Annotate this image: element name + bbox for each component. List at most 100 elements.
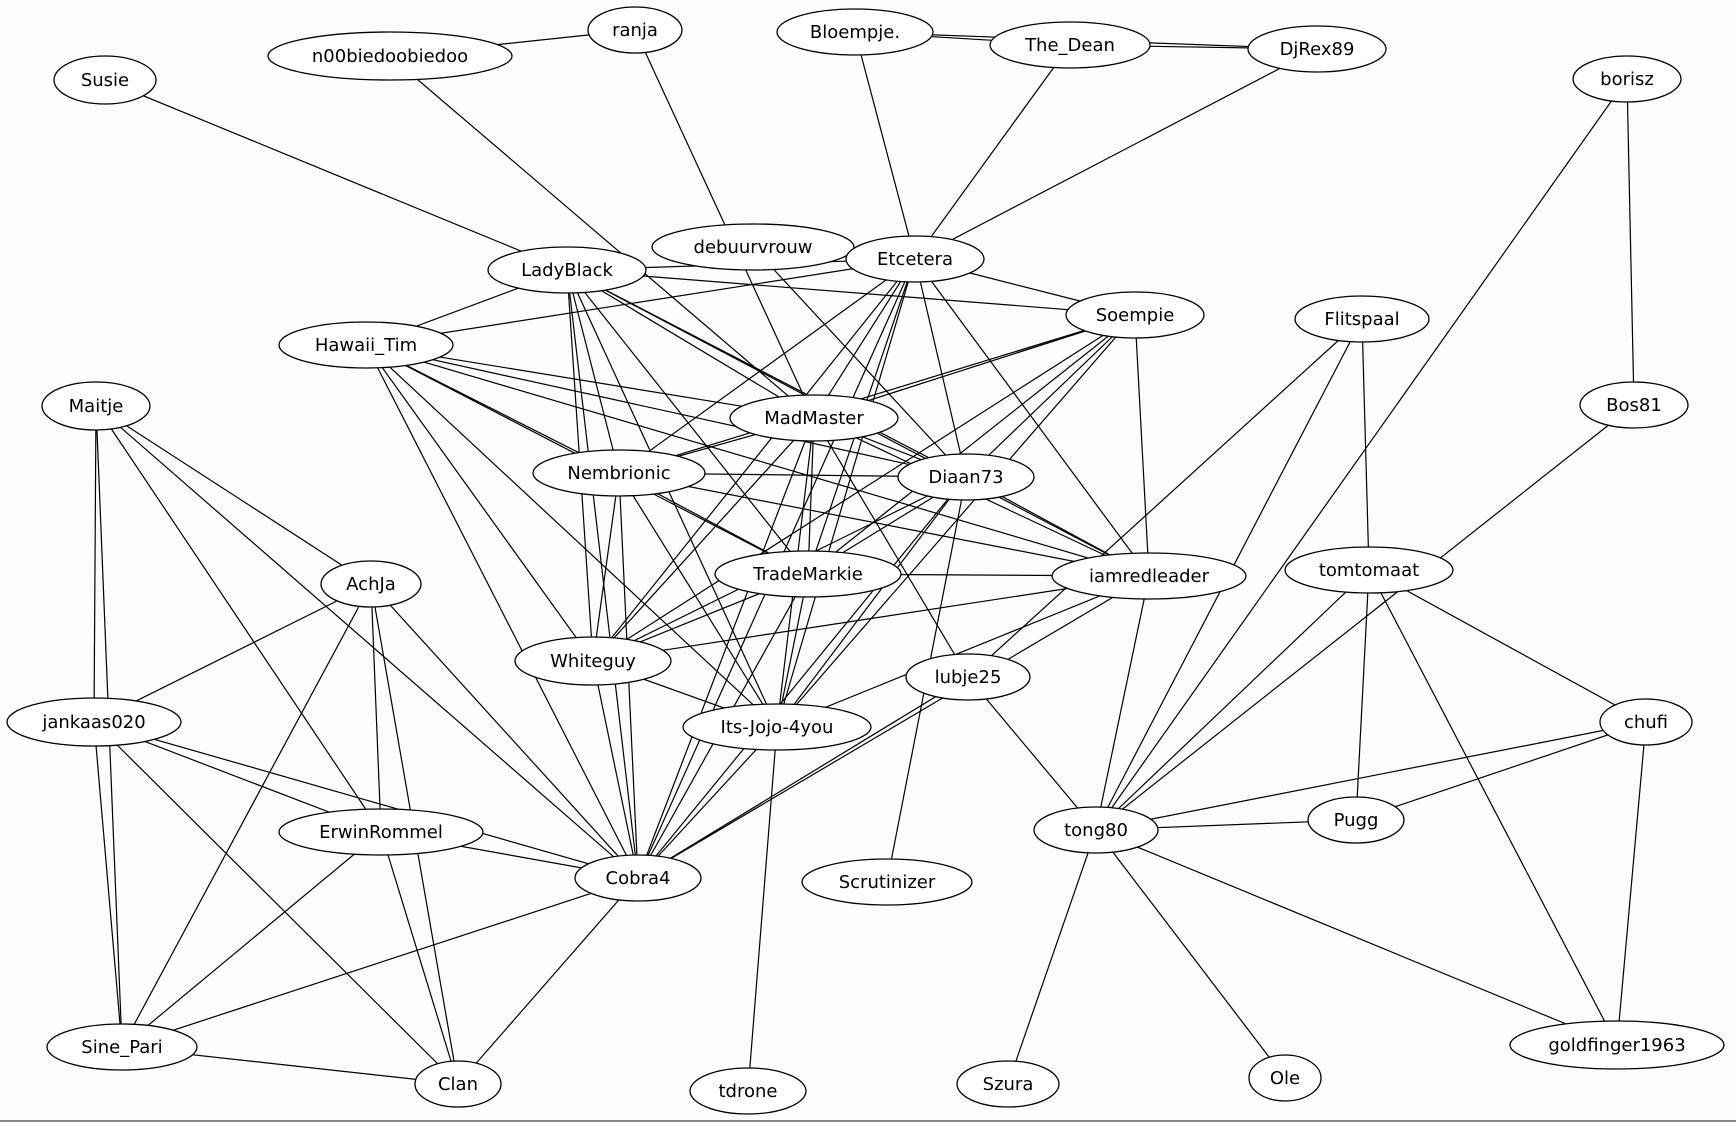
edge-tong80-goldfinger1963	[1095, 829, 1618, 1046]
edge-tomtomaat-tong80	[1095, 569, 1370, 831]
node-ellipse	[1579, 381, 1689, 429]
node-scrutinizer[interactable]: Scrutinizer	[801, 858, 973, 906]
node-label: Its-Jojo-4you	[721, 717, 834, 738]
node-cobra4[interactable]: Cobra4	[574, 854, 702, 902]
node-goldfinger1963[interactable]: goldfinger1963	[1509, 1020, 1725, 1070]
node-whiteguy[interactable]: Whiteguy	[514, 636, 672, 686]
node-label: tong80	[1064, 820, 1128, 841]
edge-soempie-itsjojo4you	[776, 314, 1136, 728]
node-label: Sine_Pari	[81, 1037, 162, 1058]
node-nembrionic[interactable]: Nembrionic	[532, 449, 706, 497]
edge-soempie-iamredleader	[1134, 314, 1150, 577]
node-etcetera[interactable]: Etcetera	[845, 235, 985, 283]
node-madmaster[interactable]: MadMaster	[729, 394, 899, 442]
node-ellipse	[682, 703, 872, 751]
edge-debuurvrouw-diaan73	[752, 246, 967, 478]
edge-etcetera-nembrionic	[618, 258, 916, 474]
node-tdrone[interactable]: tdrone	[689, 1067, 807, 1115]
node-ranja[interactable]: ranja	[587, 6, 683, 54]
edge-djrex89-etcetera	[914, 48, 1318, 260]
node-label: goldfinger1963	[1548, 1035, 1685, 1056]
node-trademarkie[interactable]: TradeMarkie	[714, 550, 902, 598]
edge-maitje-achja	[95, 405, 372, 585]
node-label: ErwinRommel	[319, 822, 443, 843]
node-ellipse	[1033, 806, 1159, 854]
edge-bloempje-etcetera	[854, 31, 916, 260]
node-itsjojo4you[interactable]: Its-Jojo-4you	[682, 703, 872, 751]
node-tomtomaat[interactable]: tomtomaat	[1284, 546, 1454, 594]
node-label: borisz	[1600, 69, 1654, 90]
node-maitje[interactable]: Maitje	[41, 381, 151, 431]
node-djrex89[interactable]: DjRex89	[1247, 25, 1387, 73]
node-ellipse	[845, 235, 985, 283]
node-label: jankaas020	[41, 712, 145, 733]
edge-madmaster-trademarkie	[807, 417, 815, 575]
edge-bos81-tong80	[1095, 404, 1635, 831]
edge-hawaiitim-whiteguy	[365, 344, 594, 662]
edge-tong80-szura	[1007, 829, 1097, 1085]
node-label: Scrutinizer	[839, 872, 936, 893]
edge-achja-jankaas020	[93, 583, 372, 723]
node-n00biedoobiedoo[interactable]: n00biedoobiedoo	[267, 31, 513, 81]
edge-borisz-bos81	[1626, 78, 1635, 406]
node-ellipse	[956, 1060, 1060, 1108]
node-ellipse	[53, 55, 157, 105]
edge-susie-ladyblack	[104, 79, 568, 271]
node-debuurvrouw[interactable]: debuurvrouw	[651, 223, 855, 271]
node-bos81[interactable]: Bos81	[1579, 381, 1689, 429]
node-ellipse	[487, 246, 647, 294]
edge-jankaas020-sinepari	[93, 721, 123, 1048]
node-erwinrommel[interactable]: ErwinRommel	[278, 808, 484, 856]
edge-trademarkie-itsjojo4you	[776, 573, 809, 728]
node-achja[interactable]: AchJa	[320, 560, 422, 608]
node-label: tdrone	[719, 1081, 778, 1102]
edge-soempie-trademarkie	[807, 314, 1136, 575]
node-flitspaal[interactable]: Flitspaal	[1294, 295, 1430, 343]
edge-soempie-whiteguy	[592, 314, 1136, 662]
node-diaan73[interactable]: Diaan73	[897, 453, 1035, 501]
node-pugg[interactable]: Pugg	[1307, 796, 1405, 844]
node-susie[interactable]: Susie	[53, 55, 157, 105]
edge-lubje25-tong80	[967, 676, 1097, 831]
node-ellipse	[689, 1067, 807, 1115]
node-iamredleader[interactable]: iamredleader	[1051, 552, 1247, 600]
node-tong80[interactable]: tong80	[1033, 806, 1159, 854]
edge-madmaster-cobra4	[637, 417, 815, 879]
edge-achja-cobra4	[370, 583, 639, 879]
edge-maitje-erwinrommel	[95, 405, 382, 833]
edge-lubje25-cobra4	[637, 676, 969, 879]
node-ellipse	[1247, 25, 1387, 73]
edge-hawaiitim-diaan73	[365, 344, 967, 478]
node-ellipse	[532, 449, 706, 497]
node-ellipse	[1572, 55, 1682, 103]
edge-achja-erwinrommel	[370, 583, 382, 833]
node-szura[interactable]: Szura	[956, 1060, 1060, 1108]
node-label: Maitje	[69, 396, 124, 417]
edge-hawaiitim-cobra4	[365, 344, 639, 879]
node-label: Hawaii_Tim	[315, 335, 417, 356]
node-label: ranja	[612, 20, 658, 41]
node-sinepari[interactable]: Sine_Pari	[46, 1023, 198, 1071]
node-hawaiitim[interactable]: Hawaii_Tim	[278, 321, 454, 369]
node-thedean[interactable]: The_Dean	[989, 21, 1151, 69]
node-label: tomtomaat	[1319, 560, 1419, 581]
node-chufi[interactable]: chufi	[1599, 698, 1693, 746]
node-ladyblack[interactable]: LadyBlack	[487, 246, 647, 294]
node-label: The_Dean	[1024, 35, 1115, 56]
node-ole[interactable]: Ole	[1248, 1054, 1322, 1102]
node-bloempje[interactable]: Bloempje.	[776, 8, 934, 56]
node-lubje25[interactable]: lubje25	[905, 653, 1031, 701]
node-jankaas020[interactable]: jankaas020	[6, 697, 182, 747]
node-ellipse	[46, 1023, 198, 1071]
node-clan[interactable]: Clan	[414, 1060, 502, 1108]
node-ellipse	[989, 21, 1151, 69]
node-soempie[interactable]: Soempie	[1065, 291, 1205, 339]
node-ellipse	[514, 636, 672, 686]
edge-diaan73-itsjojo4you	[776, 476, 967, 728]
node-borisz[interactable]: borisz	[1572, 55, 1682, 103]
node-label: Flitspaal	[1324, 309, 1399, 330]
node-label: Soempie	[1096, 305, 1175, 326]
node-ellipse	[801, 858, 973, 906]
node-label: lubje25	[935, 667, 1002, 688]
